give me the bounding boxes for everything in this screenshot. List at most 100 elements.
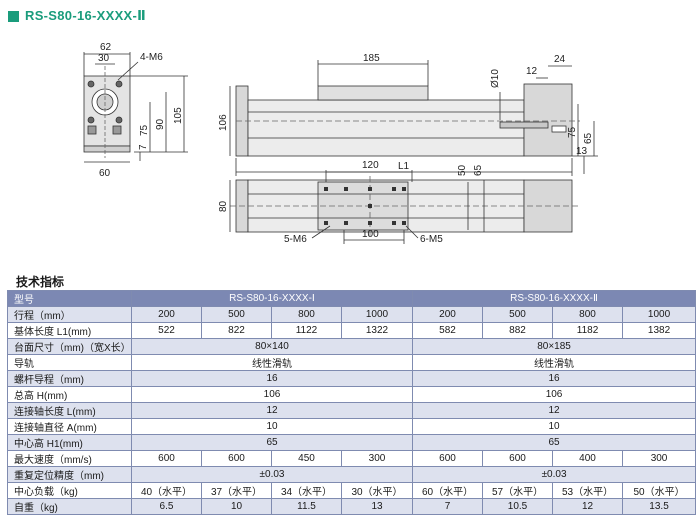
header-model-1: RS-S80-16-XXXX-Ⅰ	[130, 290, 414, 307]
header-model-2: RS-S80-16-XXXX-Ⅱ	[412, 290, 697, 307]
table-cell-merged: 10	[412, 418, 697, 435]
top-view-drawing	[229, 170, 580, 244]
dim-30: 30	[98, 53, 110, 64]
table-cell: 10	[201, 498, 272, 515]
table-cell: 582	[412, 322, 484, 339]
table-cell: 10.5	[482, 498, 554, 515]
row-label: 中心高 H1(mm)	[7, 434, 132, 451]
page-title-row: RS-S80-16-XXXX-Ⅱ	[8, 6, 146, 26]
dim-50: 50	[457, 164, 468, 176]
table-cell: 1182	[552, 322, 624, 339]
dim-106: 106	[218, 114, 229, 131]
table-cell-merged: 106	[130, 386, 414, 403]
table-cell-merged: 16	[412, 370, 697, 387]
label-6-m5: 6-M5	[420, 234, 443, 245]
dim-65-side: 65	[583, 132, 594, 144]
end-view-drawing	[83, 52, 188, 163]
table-cell: 500	[482, 306, 554, 323]
table-cell: 57（水平）	[482, 482, 554, 499]
dim-l1: L1	[398, 161, 410, 172]
table-cell: 1122	[271, 322, 342, 339]
dim-24: 24	[554, 54, 566, 65]
table-row: 导轨线性滑轨线性滑轨	[7, 354, 697, 371]
dim-120: 120	[362, 160, 379, 171]
table-cell: 37（水平）	[201, 482, 272, 499]
table-cell: 1000	[622, 306, 697, 323]
table-cell: 600	[201, 450, 272, 467]
table-cell: 11.5	[271, 498, 342, 515]
row-label: 连接轴长度 L(mm)	[7, 402, 132, 419]
table-cell: 6.5	[131, 498, 202, 515]
table-cell: 800	[271, 306, 342, 323]
table-cell-merged: ±0.03	[130, 466, 414, 483]
table-cell: 1382	[622, 322, 697, 339]
dim-60: 60	[99, 168, 111, 179]
dim-75-side: 75	[567, 126, 578, 138]
table-cell-merged: 65	[412, 434, 697, 451]
row-label: 台面尺寸（mm)（宽X长）	[7, 338, 132, 355]
spec-table-body: 型号 RS-S80-16-XXXX-Ⅰ RS-S80-16-XXXX-Ⅱ 行程（…	[7, 290, 697, 515]
table-cell: 300	[340, 450, 414, 467]
table-cell-merged: 106	[412, 386, 697, 403]
table-row: 重复定位精度（mm)±0.03±0.03	[7, 466, 697, 483]
table-cell: 400	[552, 450, 624, 467]
table-cell: 300	[622, 450, 697, 467]
dim-75: 75	[139, 124, 150, 136]
table-cell: 600	[412, 450, 484, 467]
table-cell: 200	[131, 306, 202, 323]
table-cell: 600	[482, 450, 554, 467]
dim-shaft-diameter: Ø10	[490, 69, 501, 88]
table-header-row: 型号 RS-S80-16-XXXX-Ⅰ RS-S80-16-XXXX-Ⅱ	[7, 290, 697, 307]
table-cell: 500	[201, 306, 272, 323]
row-label: 自重（kg)	[7, 498, 132, 515]
spec-table: 型号 RS-S80-16-XXXX-Ⅰ RS-S80-16-XXXX-Ⅱ 行程（…	[7, 290, 697, 515]
table-cell: 1000	[340, 306, 414, 323]
spec-section-title: 技术指标	[16, 275, 65, 289]
label-5-m6: 5-M6	[284, 234, 307, 245]
dim-12: 12	[526, 66, 538, 77]
dim-90: 90	[155, 118, 166, 130]
table-cell: 50（水平）	[622, 482, 697, 499]
table-cell: 600	[131, 450, 202, 467]
table-cell: 13	[340, 498, 414, 515]
table-cell: 7	[412, 498, 484, 515]
table-cell: 450	[271, 450, 342, 467]
table-cell: 1322	[340, 322, 414, 339]
table-cell-merged: 80×185	[412, 338, 697, 355]
row-label: 中心负载（kg)	[7, 482, 132, 499]
table-cell-merged: 65	[130, 434, 414, 451]
table-cell: 34（水平）	[271, 482, 342, 499]
row-label: 总高 H(mm)	[7, 386, 132, 403]
row-label: 导轨	[7, 354, 132, 371]
dim-62: 62	[100, 42, 112, 53]
table-cell: 882	[482, 322, 554, 339]
table-cell: 200	[412, 306, 484, 323]
row-label: 螺杆导程（mm)	[7, 370, 132, 387]
side-view-drawing	[229, 60, 598, 176]
table-row: 中心负载（kg)40（水平）37（水平）34（水平）30（水平）60（水平）57…	[7, 482, 697, 499]
table-cell: 30（水平）	[340, 482, 414, 499]
page-title: RS-S80-16-XXXX-Ⅱ	[25, 8, 147, 23]
dim-13: 13	[576, 146, 588, 157]
dim-65-top: 65	[473, 164, 484, 176]
table-cell: 12	[552, 498, 624, 515]
header-label-cell: 型号	[7, 290, 132, 307]
table-cell: 40（水平）	[131, 482, 202, 499]
dim-105: 105	[173, 107, 184, 124]
row-label: 重复定位精度（mm)	[7, 466, 132, 483]
dim-185: 185	[363, 53, 380, 64]
label-4-m6: 4-M6	[140, 52, 163, 63]
table-cell-merged: ±0.03	[412, 466, 697, 483]
table-cell-merged: 80×140	[130, 338, 414, 355]
table-cell-merged: 10	[130, 418, 414, 435]
technical-drawings: 62 30 4-M6 60 7 75 90 105 185 106 L1 Ø10…	[83, 42, 598, 245]
dim-100: 100	[362, 229, 379, 240]
